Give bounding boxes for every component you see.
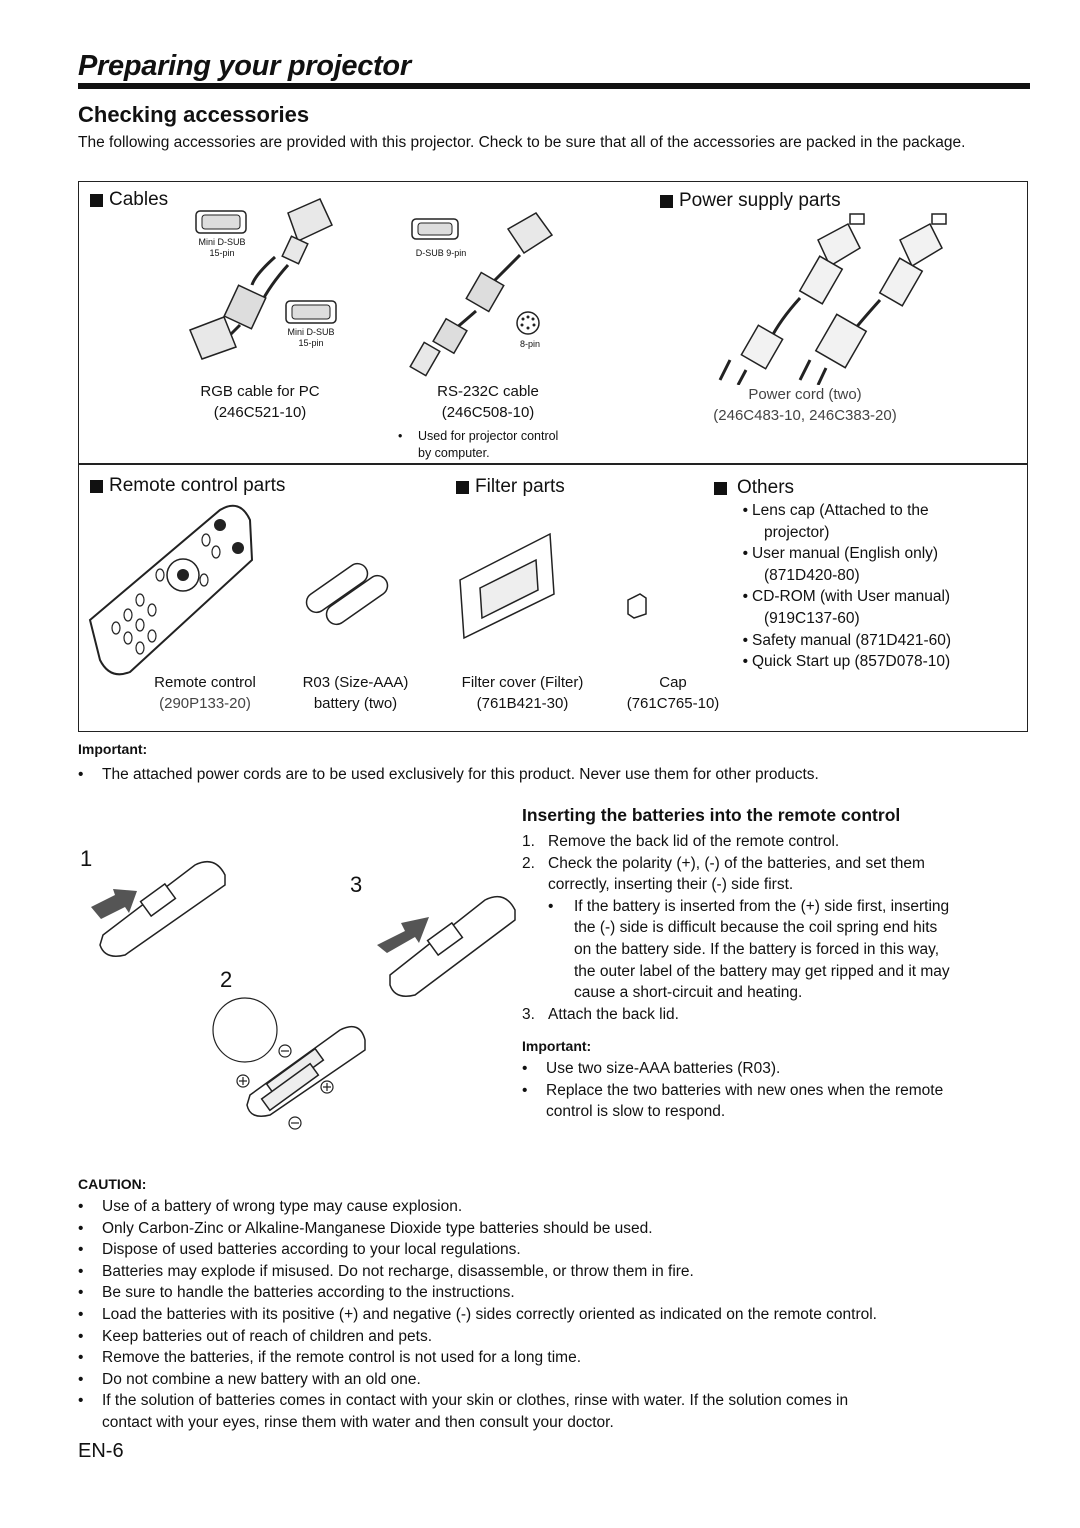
list-item: •Replace the two batteries with new ones… bbox=[522, 1081, 944, 1099]
list-item: •Keep batteries out of reach of children… bbox=[78, 1327, 433, 1345]
batteries-illustration bbox=[305, 562, 389, 626]
caution-list: •Use of a battery of wrong type may caus… bbox=[78, 1196, 1038, 1434]
remote-control-icon bbox=[88, 504, 254, 676]
figure-step-number: 1 bbox=[80, 846, 93, 871]
section-heading: Checking accessories bbox=[78, 102, 310, 127]
power-heading: Power supply parts bbox=[660, 190, 841, 212]
list-item: •CD-ROM (with User manual) bbox=[742, 588, 951, 606]
figure-step-number: 2 bbox=[220, 967, 233, 992]
list-item: the outer label of the battery may get r… bbox=[574, 962, 950, 980]
rgb-cable-icon bbox=[189, 198, 333, 360]
list-item: •If the battery is inserted from the (+)… bbox=[548, 897, 950, 915]
list-item: •If the solution of batteries comes in c… bbox=[78, 1392, 849, 1410]
intro-text: The following accessories are provided w… bbox=[78, 134, 966, 151]
arrow-icon bbox=[377, 917, 429, 953]
list-item: projector) bbox=[764, 523, 830, 541]
list-item: •Do not combine a new battery with an ol… bbox=[78, 1370, 421, 1388]
cables-heading: Cables bbox=[90, 189, 168, 211]
battery-caption: R03 (Size-AAA)battery (two) bbox=[302, 674, 409, 712]
power-cord-icon bbox=[798, 213, 947, 385]
list-item: 1.Remove the back lid of the remote cont… bbox=[522, 833, 840, 850]
others-heading: Others bbox=[714, 477, 794, 499]
rs232c-cable-icon bbox=[409, 212, 554, 377]
list-item: cause a short-circuit and heating. bbox=[574, 984, 803, 1002]
figure-step-number: 3 bbox=[350, 872, 363, 897]
list-item: •Lens cap (Attached to the bbox=[742, 502, 929, 519]
title-rule bbox=[78, 83, 1030, 89]
square-bullet-icon bbox=[90, 479, 103, 493]
remote-open-icon bbox=[246, 1025, 366, 1117]
others-list: •Lens cap (Attached to the projector) •U… bbox=[734, 500, 1024, 673]
battery-important-list: •Use two size-AAA batteries (R03). •Repl… bbox=[522, 1058, 1027, 1123]
filter-heading: Filter parts bbox=[456, 476, 565, 498]
detail-circle bbox=[212, 997, 278, 1063]
list-item: •Only Carbon-Zinc or Alkaline-Manganese … bbox=[78, 1219, 653, 1237]
remote-back-icon bbox=[99, 860, 226, 957]
list-item: •Remove the batteries, if the remote con… bbox=[78, 1349, 582, 1367]
list-item: (871D420-80) bbox=[764, 566, 860, 584]
cables-illustration bbox=[189, 198, 554, 377]
important-text: •The attached power cords are to be used… bbox=[78, 766, 819, 783]
power-cord-caption: Power cord (two)(246C483-10, 246C383-20) bbox=[713, 386, 897, 424]
list-item: •Load the batteries with its positive (+… bbox=[78, 1305, 877, 1323]
important-label: Important: bbox=[78, 741, 148, 757]
list-item: control is slow to respond. bbox=[546, 1103, 726, 1121]
important-label: Important: bbox=[522, 1038, 592, 1054]
list-item: (919C137-60) bbox=[764, 609, 860, 627]
caution-label: CAUTION: bbox=[78, 1176, 147, 1192]
list-item: •Use of a battery of wrong type may caus… bbox=[78, 1198, 463, 1215]
square-bullet-icon bbox=[714, 481, 727, 495]
remote-back-icon bbox=[389, 895, 516, 997]
remote-caption: Remote control(290P133-20) bbox=[154, 674, 256, 712]
rs232-note: •Used for projector control by computer. bbox=[398, 429, 559, 460]
rs232-cable-caption: RS-232C cable(246C508-10) bbox=[437, 383, 539, 421]
battery-icon bbox=[305, 562, 389, 626]
square-bullet-icon bbox=[90, 193, 103, 207]
list-item: •Use two size-AAA batteries (R03). bbox=[522, 1060, 781, 1077]
cap-illustration bbox=[627, 593, 647, 619]
page-number: EN-6 bbox=[78, 1440, 124, 1462]
list-item: 3.Attach the back lid. bbox=[522, 1005, 679, 1023]
list-item: •Quick Start up (857D078-10) bbox=[742, 653, 951, 671]
filter-cover-icon bbox=[459, 532, 555, 640]
cap-caption: Cap(761C765-10) bbox=[626, 674, 720, 712]
power-cord-illustration bbox=[718, 213, 947, 385]
remote-control-illustration bbox=[88, 504, 254, 676]
box-divider bbox=[79, 463, 1028, 465]
arrow-icon bbox=[91, 889, 137, 919]
list-item: •Be sure to handle the batteries accordi… bbox=[78, 1284, 515, 1302]
rgb-cable-caption: RGB cable for PC(246C521-10) bbox=[200, 383, 320, 421]
cap-icon bbox=[627, 593, 647, 619]
list-item: contact with your eyes, rinse them with … bbox=[102, 1413, 614, 1431]
square-bullet-icon bbox=[660, 194, 673, 208]
list-item: 2.Check the polarity (+), (-) of the bat… bbox=[522, 854, 925, 872]
batteries-heading: Inserting the batteries into the remote … bbox=[522, 805, 901, 825]
accessories-box bbox=[78, 181, 1028, 732]
remote-heading: Remote control parts bbox=[90, 475, 285, 497]
list-item: •User manual (English only) bbox=[742, 545, 939, 563]
list-item: the (-) side is difficult because the co… bbox=[574, 919, 938, 937]
battery-insertion-illustration bbox=[91, 860, 516, 1130]
filter-caption: Filter cover (Filter)(761B421-30) bbox=[461, 674, 584, 712]
page-title: Preparing your projector bbox=[78, 50, 411, 82]
list-item: on the battery side. If the battery is f… bbox=[574, 940, 940, 958]
port-label: 8-pin bbox=[519, 339, 540, 349]
list-item: •Batteries may explode if misused. Do no… bbox=[78, 1262, 694, 1280]
power-cord-icon bbox=[718, 213, 865, 385]
filter-cover-illustration bbox=[459, 532, 555, 640]
8pin-port-icon bbox=[516, 311, 540, 335]
list-item: correctly, inserting their (-) side firs… bbox=[548, 876, 794, 894]
battery-steps: 1.Remove the back lid of the remote cont… bbox=[522, 831, 1027, 1025]
port-label: D-SUB 9-pin bbox=[415, 248, 467, 258]
list-item: •Safety manual (871D421-60) bbox=[742, 631, 952, 649]
list-item: •Dispose of used batteries according to … bbox=[78, 1241, 521, 1259]
square-bullet-icon bbox=[456, 480, 469, 494]
